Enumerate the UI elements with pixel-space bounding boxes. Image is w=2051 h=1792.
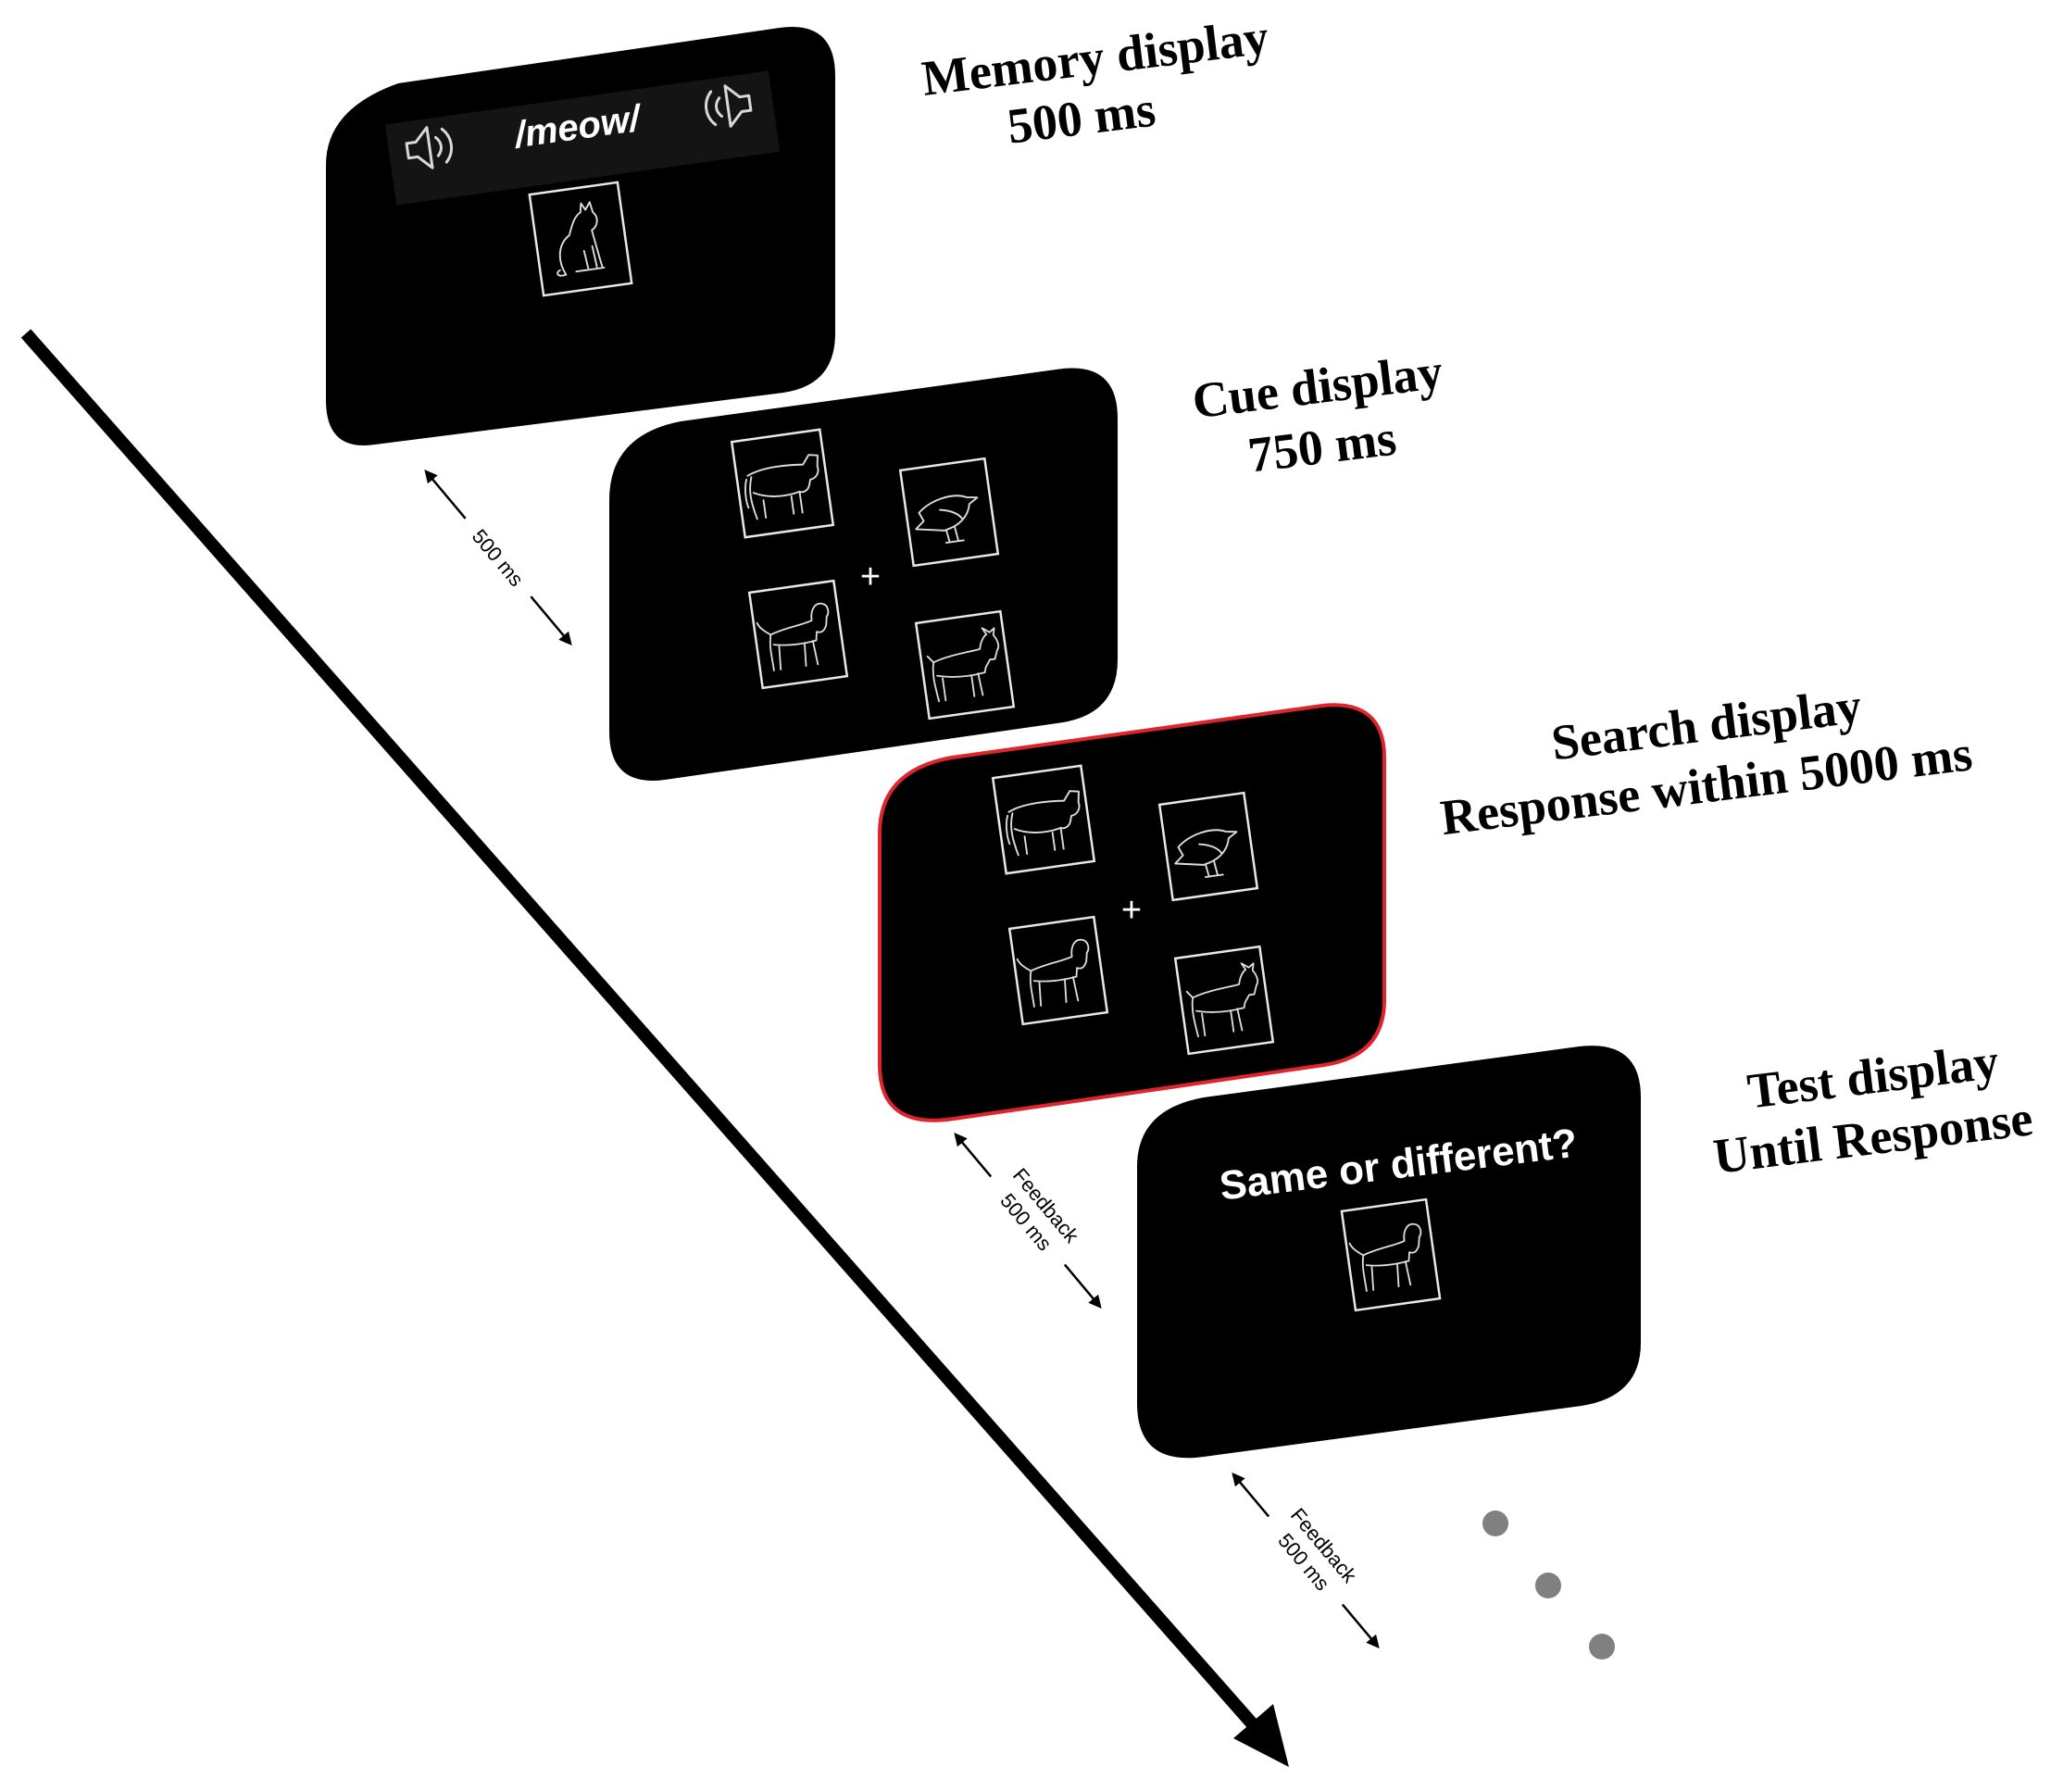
test-display: Same or different? [1137, 1046, 1641, 1459]
picture-frame [1157, 791, 1259, 902]
interval-2: Feedback 500 ms [954, 1133, 1102, 1309]
picture-frame [730, 428, 835, 539]
cue-duration: 750 ms [1244, 410, 1399, 483]
continuation-dot [1589, 1634, 1615, 1660]
picture-frame [528, 181, 633, 297]
timeline-arrow-shaft [20, 329, 1265, 1736]
picture-frame [1007, 915, 1109, 1026]
interval-3: Feedback 500 ms [1232, 1472, 1380, 1648]
picture-frame [1340, 1197, 1442, 1312]
fixation-cross: + [860, 558, 881, 596]
cue-display: + [609, 368, 1118, 781]
continuation-dot [1482, 1510, 1508, 1536]
memory-display: /meow/ [326, 27, 835, 445]
picture-frame [898, 457, 1000, 568]
picture-frame [914, 609, 1016, 721]
cue-title: Cue display [1189, 344, 1445, 430]
timeline-arrow-head [1233, 1704, 1289, 1767]
picture-frame [1173, 945, 1275, 1056]
picture-frame [747, 579, 849, 690]
continuation-dot [1535, 1573, 1561, 1598]
search-display: + [878, 703, 1386, 1122]
interval-1: 500 ms [424, 470, 572, 645]
fixation-cross: + [1121, 891, 1142, 930]
picture-frame [991, 764, 1096, 875]
